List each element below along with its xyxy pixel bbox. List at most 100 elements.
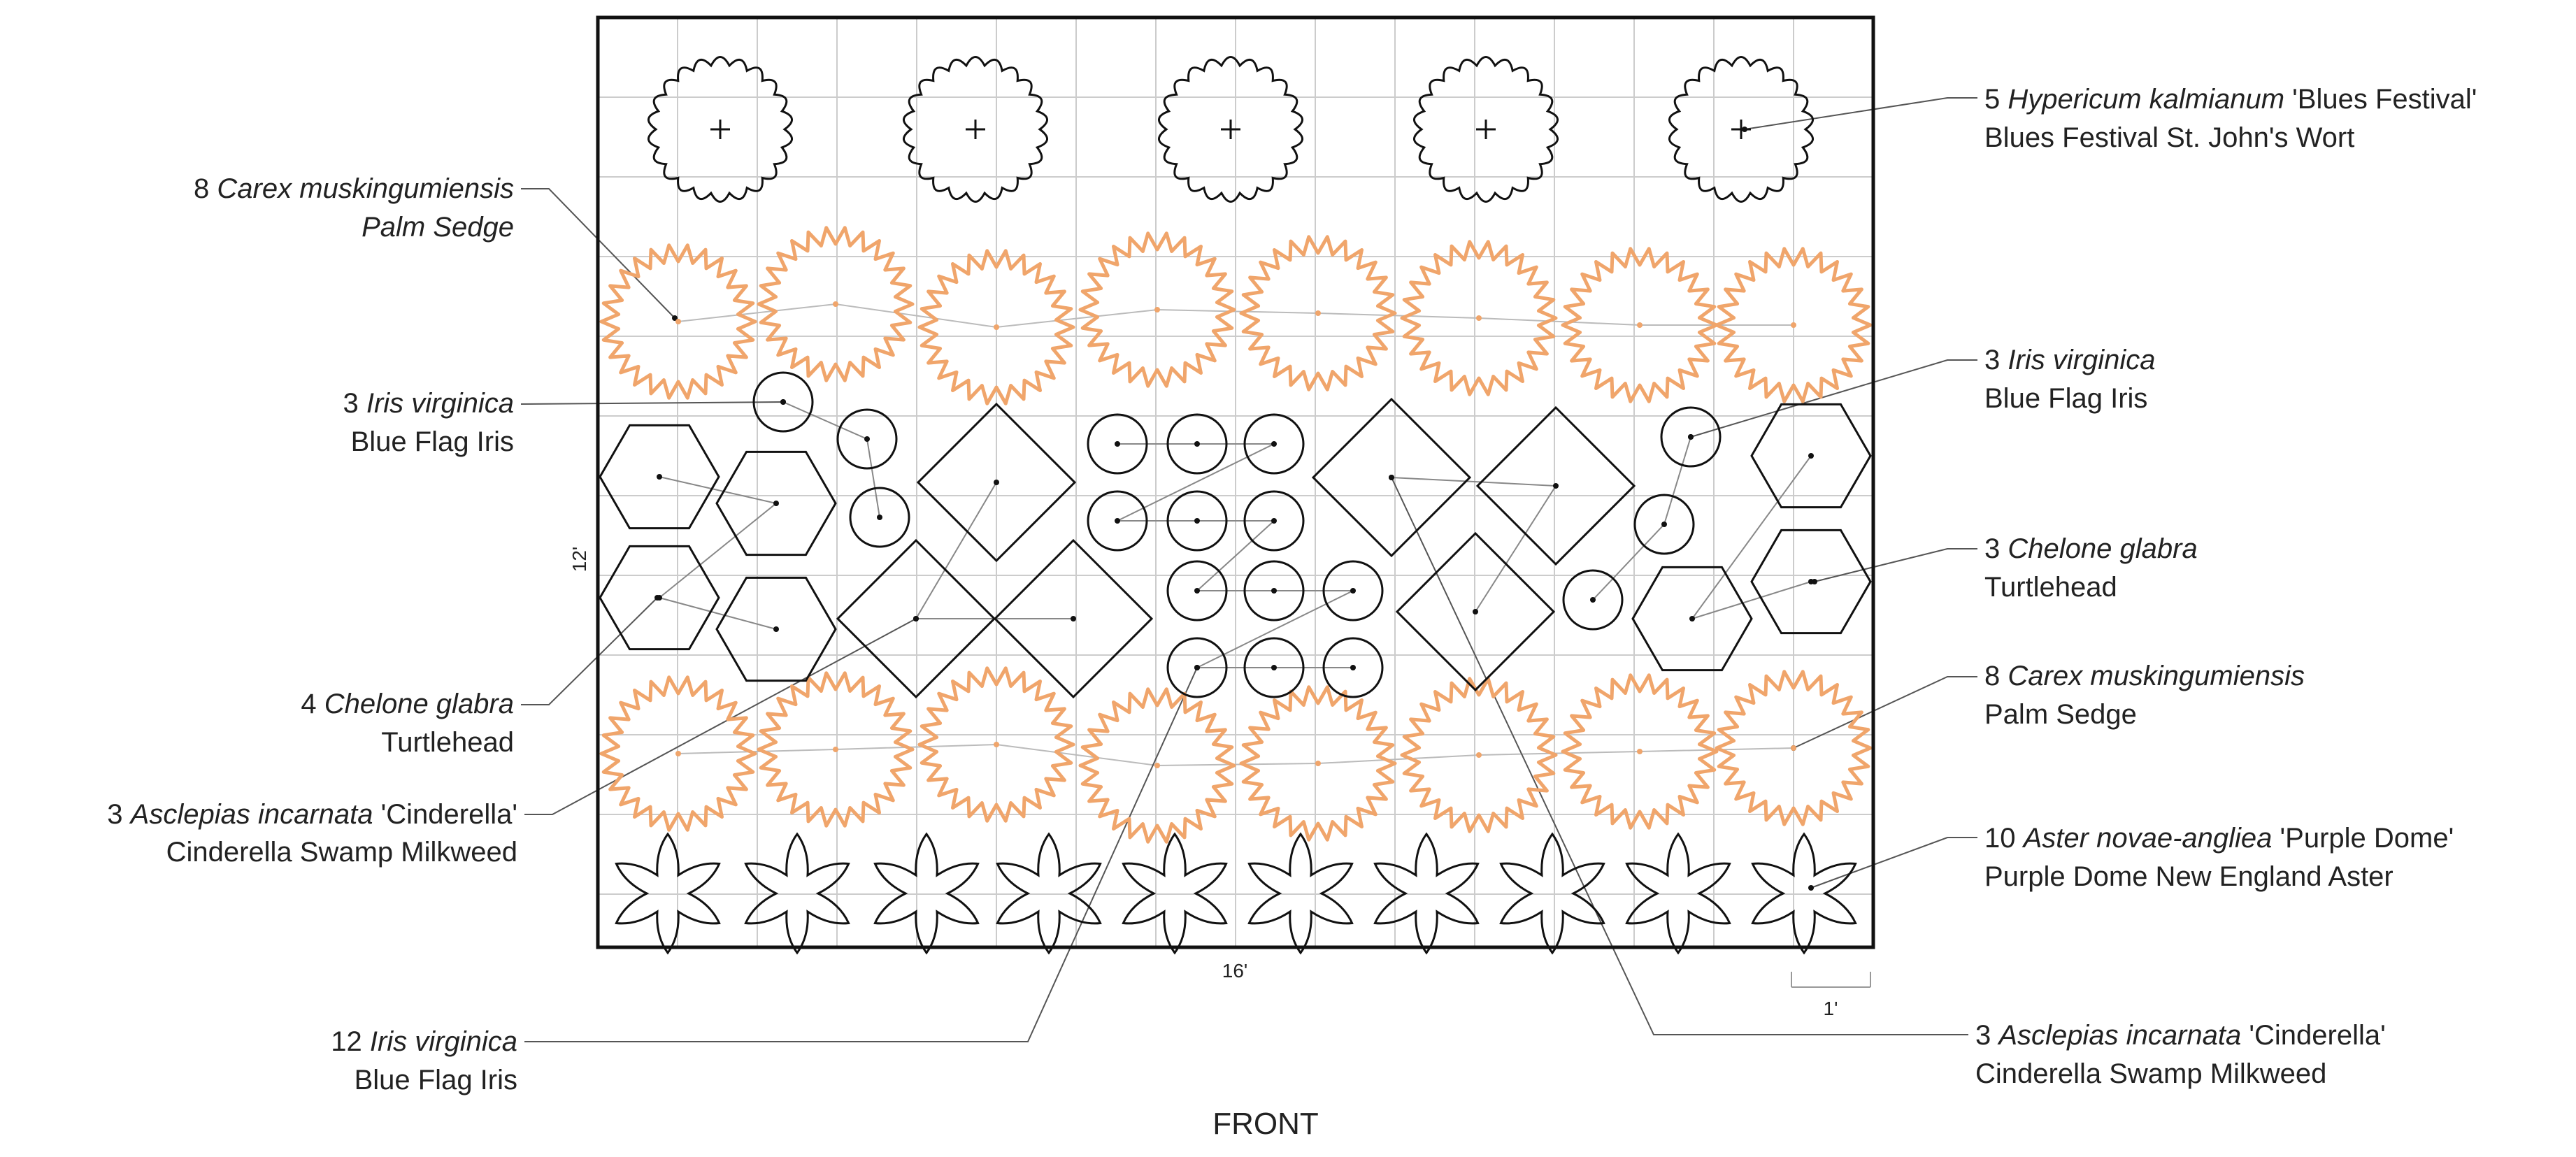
plant-center-dot bbox=[1791, 322, 1796, 328]
plant-center-dot bbox=[1661, 522, 1667, 527]
plant-center-dot bbox=[672, 315, 678, 321]
iris-circle-symbol bbox=[1322, 560, 1384, 621]
callout-chelone-right-common: Turtlehead bbox=[1984, 572, 2117, 603]
perennial-diamond-symbol bbox=[836, 538, 996, 699]
aster-flower-symbol bbox=[1751, 832, 1857, 955]
plant-center-dot bbox=[1194, 588, 1200, 594]
iris-circle-symbol bbox=[849, 487, 910, 548]
perennial-hexagon-symbol bbox=[599, 424, 720, 530]
sedge-symbol bbox=[1239, 685, 1397, 842]
plant-center-dot bbox=[1271, 588, 1277, 594]
perennial-hexagon-symbol bbox=[1750, 403, 1872, 509]
plant-center-dot bbox=[1637, 749, 1643, 754]
callout-aster-common: Purple Dome New England Aster bbox=[1984, 861, 2393, 892]
perennial-hexagon-symbol bbox=[715, 450, 837, 556]
scale-label: 1' bbox=[1824, 998, 1838, 1019]
perennial-diamond-symbol bbox=[916, 402, 1077, 563]
scale-bar: 1' bbox=[1791, 972, 1871, 1019]
aster-flower-symbol bbox=[996, 832, 1102, 955]
perennial-diamond-symbol bbox=[1311, 397, 1472, 558]
plant-center-dot bbox=[1689, 616, 1695, 621]
callout-carex-top-common: Palm Sedge bbox=[362, 212, 514, 243]
callout-hypericum-common: Blues Festival St. John's Wort bbox=[1984, 122, 2354, 153]
perennial-diamond-symbol bbox=[993, 538, 1154, 699]
aster-flower-symbol bbox=[744, 832, 850, 955]
callout-leader-line bbox=[524, 667, 1198, 1042]
group-connector bbox=[1117, 443, 1354, 668]
plant-center-dot bbox=[773, 501, 779, 506]
sedge-symbol bbox=[1400, 240, 1558, 396]
width-dimension: 16' bbox=[1222, 960, 1248, 982]
callout-leader-line bbox=[524, 618, 917, 815]
plant-center-dot bbox=[1194, 441, 1200, 447]
sedge-symbol bbox=[1400, 677, 1558, 833]
plant-center-dot bbox=[1688, 434, 1694, 440]
callout-leader-line bbox=[521, 597, 658, 705]
plant-center-dot bbox=[1071, 616, 1076, 621]
aster-flower-symbol bbox=[615, 832, 721, 955]
callout-iris-bottom: 12 Iris virginica bbox=[331, 1026, 517, 1057]
plant-center-dot bbox=[780, 399, 786, 405]
plant-center-dot bbox=[657, 595, 662, 601]
plant-center-dot bbox=[1637, 322, 1643, 328]
plant-center-dot bbox=[1808, 579, 1814, 584]
plant-center-dot bbox=[1271, 518, 1277, 524]
callout-asclepias-right-common: Cinderella Swamp Milkweed bbox=[1975, 1058, 2326, 1089]
callout-chelone-left: 4 Chelone glabra bbox=[301, 689, 514, 719]
callout-carex-bottom: 8 Carex muskingumiensis bbox=[1984, 661, 2305, 691]
perennial-diamond-symbol bbox=[1395, 531, 1556, 692]
callout-leader-line bbox=[1391, 477, 1968, 1035]
iris-circle-symbol bbox=[1633, 494, 1695, 555]
aster-flower-symbol bbox=[1122, 832, 1228, 955]
iris-circle-symbol bbox=[1166, 413, 1228, 475]
plant-center-dot bbox=[1350, 665, 1356, 670]
callout-leader-line bbox=[1744, 97, 1977, 130]
plant-center-dot bbox=[1808, 453, 1814, 459]
group-connector bbox=[678, 303, 1794, 329]
plant-center-dot bbox=[1350, 588, 1356, 594]
perennial-hexagon-symbol bbox=[1631, 566, 1753, 672]
sedge-symbol bbox=[917, 249, 1075, 405]
front-label: FRONT bbox=[1212, 1107, 1319, 1141]
sedge-symbol bbox=[757, 226, 915, 382]
plant-center-dot bbox=[833, 301, 838, 307]
plant-center-dot bbox=[1476, 315, 1482, 321]
sedge-symbol bbox=[757, 671, 915, 828]
callout-iris-left-common: Blue Flag Iris bbox=[351, 426, 514, 457]
iris-circle-symbol bbox=[1243, 637, 1305, 698]
sedge-symbol bbox=[1561, 247, 1719, 403]
callout-asclepias-right: 3 Asclepias incarnata 'Cinderella' bbox=[1975, 1020, 2386, 1051]
plant-center-dot bbox=[1154, 763, 1160, 768]
perennial-hexagon-symbol bbox=[715, 576, 837, 682]
callout-leader-line bbox=[1793, 676, 1977, 749]
iris-circle-symbol bbox=[1166, 637, 1228, 698]
plant-center-dot bbox=[1315, 761, 1321, 766]
sedge-symbol bbox=[599, 243, 757, 400]
iris-circle-symbol bbox=[1243, 560, 1305, 621]
callout-leader-line bbox=[520, 401, 784, 405]
aster-flower-symbol bbox=[1625, 832, 1731, 955]
sedge-symbol bbox=[1078, 687, 1236, 844]
plant-center-dot bbox=[1473, 609, 1478, 615]
sedge-symbol bbox=[1715, 670, 1873, 826]
plant-center-dot bbox=[1476, 752, 1482, 758]
plant-center-dot bbox=[1389, 475, 1394, 480]
callout-hypericum: 5 Hypericum kalmianum 'Blues Festival' bbox=[1984, 84, 2477, 115]
plant-center-dot bbox=[913, 616, 919, 621]
iris-circle-symbol bbox=[1166, 560, 1228, 621]
sedge-symbol bbox=[1561, 673, 1719, 830]
plant-center-dot bbox=[1791, 745, 1796, 751]
sedge-symbol bbox=[917, 666, 1075, 823]
plant-center-dot bbox=[1315, 310, 1321, 316]
group-connector bbox=[782, 401, 880, 518]
aster-flower-symbol bbox=[1499, 832, 1605, 955]
callout-aster: 10 Aster novae-angliea 'Purple Dome' bbox=[1984, 823, 2454, 854]
callout-carex-bottom-common: Palm Sedge bbox=[1984, 699, 2137, 730]
callout-iris-bottom-common: Blue Flag Iris bbox=[355, 1065, 517, 1095]
plant-center-dot bbox=[1590, 597, 1596, 603]
plant-center-dot bbox=[1154, 307, 1160, 312]
sedge-symbol bbox=[1078, 231, 1236, 388]
perennial-hexagon-symbol bbox=[1750, 529, 1872, 635]
bed-border bbox=[596, 15, 1875, 949]
sedge-symbol bbox=[1715, 247, 1873, 403]
